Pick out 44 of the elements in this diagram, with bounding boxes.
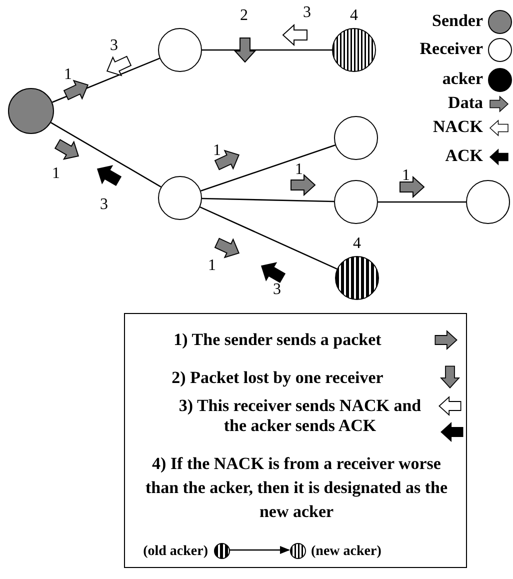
legend-label: Sender (432, 11, 483, 31)
callout-number: 4 (353, 236, 361, 252)
link-line (378, 201, 466, 203)
callout-number: 1 (208, 258, 216, 274)
old-acker-node (335, 256, 379, 300)
receiver-node (334, 116, 378, 160)
callout-number: 1 (213, 143, 221, 159)
acker-label: (new acker) (311, 543, 382, 561)
link-line (52, 58, 160, 103)
callout-number: 1 (402, 168, 410, 184)
step-text: 1) The sender sends a packet (172, 330, 382, 350)
receiver-node (158, 176, 202, 220)
legend-box (124, 313, 467, 568)
callout-number: 1 (295, 162, 303, 178)
link-line (200, 206, 338, 270)
receiver-node (158, 28, 202, 72)
acker-label: (old acker) (143, 543, 208, 561)
callout-number: 3 (303, 5, 311, 21)
new-acker-node (332, 28, 376, 72)
link-line (202, 49, 332, 51)
new-acker-icon (290, 543, 306, 559)
step-text: 3) This receiver sends NACK and the acker sends ACK (178, 396, 422, 436)
legend-label: Receiver (420, 39, 483, 59)
callout-number: 4 (350, 8, 358, 24)
step-text: 4) If the NACK is from a receiver worse than the acker, then it is designated as the new acker (145, 453, 448, 523)
callout-number: 3 (273, 282, 281, 298)
sender-node (8, 88, 54, 134)
legend-label: NACK (432, 117, 483, 137)
link-line (50, 122, 162, 188)
step-text: 2) Packet lost by one receiver (170, 368, 384, 388)
legend-label: acker (442, 69, 483, 89)
callout-number: 3 (100, 197, 108, 213)
callout-number: 3 (110, 38, 118, 54)
arrow (229, 546, 290, 554)
receiver-node (334, 180, 378, 224)
link-line (202, 198, 334, 202)
receiver-node (466, 180, 510, 224)
legend-label: Data (448, 93, 483, 113)
old-acker-icon (214, 543, 230, 559)
legend-label: ACK (445, 146, 483, 166)
callout-number: 1 (52, 166, 60, 182)
callout-number: 2 (240, 8, 248, 24)
callout-number: 1 (64, 67, 72, 83)
link-line (200, 144, 336, 192)
